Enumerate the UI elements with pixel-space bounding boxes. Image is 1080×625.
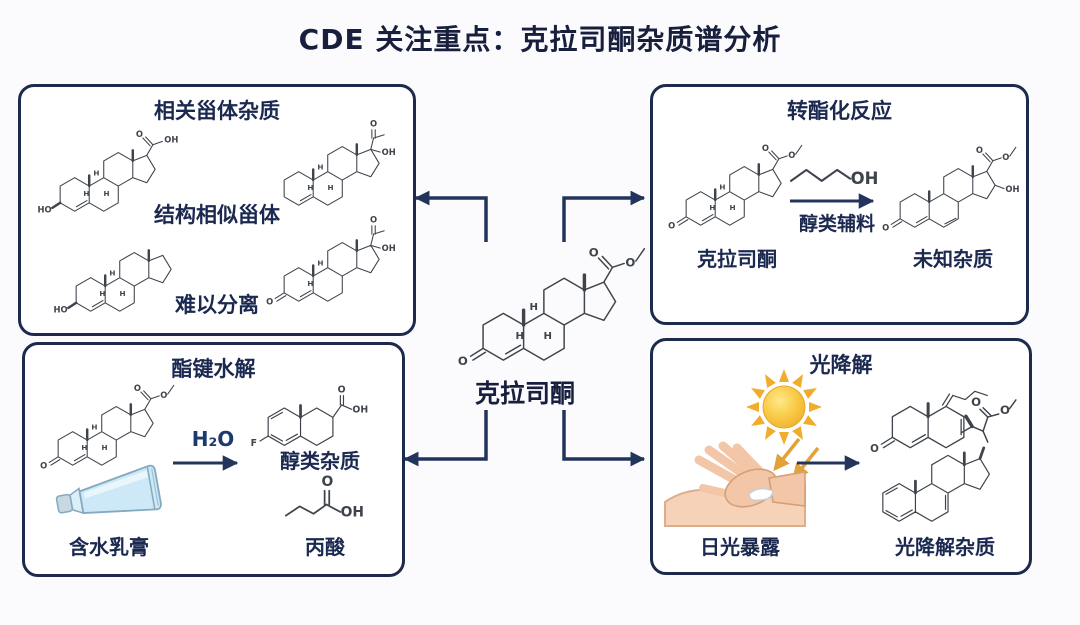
atom-o: O — [870, 443, 879, 455]
sun-exposure-label: 日光暴露 — [700, 535, 780, 559]
atom-o: O — [266, 297, 273, 307]
atom-o: O — [971, 395, 981, 409]
atom-o: O — [1002, 152, 1009, 162]
hand-applying-cream-illustration — [664, 441, 806, 527]
atom-h: H — [101, 443, 107, 452]
atom-o: O — [134, 383, 141, 393]
atom-h: H — [103, 189, 109, 198]
molecule-ester-fragment: O O — [960, 395, 1017, 443]
molecule-clascoterone-substrate: O O O H H H — [668, 143, 803, 231]
atom-h: H — [307, 183, 313, 192]
panel-photo-title: 光降解 — [809, 353, 873, 377]
reaction-arrow-transester — [790, 193, 875, 209]
atom-oh: OH — [851, 169, 879, 188]
atom-oh: OH — [1005, 184, 1019, 194]
molecule-steroid-cooh: HO O OH H H H — [37, 129, 178, 214]
molecule-steroid-dione: O O OH H H — [266, 214, 396, 307]
molecule-photoproduct-aromatic — [881, 446, 991, 523]
atom-o: O — [40, 461, 47, 471]
atom-o: O — [1000, 403, 1010, 417]
molecule-photoproduct-dienone: O — [870, 390, 988, 455]
atom-o: O — [668, 221, 675, 231]
atom-o: O — [322, 474, 334, 490]
atom-h: H — [515, 331, 523, 342]
panel-photodegradation: 光降解 日光暴露 — [650, 338, 1032, 575]
molecule-steroid-acetyl-oh: O OH H H H — [282, 118, 396, 207]
reaction-arrow-photo — [797, 455, 861, 471]
atom-o: O — [136, 129, 143, 139]
atom-o: O — [160, 390, 167, 400]
atom-h: H — [109, 268, 115, 277]
atom-o: O — [458, 354, 468, 368]
atom-oh: OH — [382, 147, 396, 157]
atom-oh: OH — [164, 134, 178, 144]
cream-label: 含水乳膏 — [69, 535, 149, 559]
atom-o: O — [589, 245, 599, 259]
panel-related-impurities: 相关甾体杂质 HO O OH H H H O OH H H H 结构相似甾体 H… — [18, 84, 416, 336]
atom-h: H — [91, 422, 97, 431]
center-molecule-label: 克拉司酮 — [474, 379, 575, 408]
molecule-alcohol-impurity: F O OH — [251, 384, 369, 449]
panel-ester-hydrolysis: 酯键水解 O O O H H H H₂O F O OH 醇类杂质 — [22, 342, 405, 577]
molecule-acid: O OH — [284, 474, 364, 521]
atom-oh: OH — [352, 404, 368, 415]
molecule-steroid-ol: HO H H H — [53, 249, 173, 314]
atom-oh: OH — [341, 505, 364, 521]
photoproduct-label: 光降解杂质 — [895, 535, 995, 559]
panel-transester-title: 转酯化反应 — [787, 99, 892, 123]
atom-h: H — [327, 183, 333, 192]
connector-arrow-top-right — [562, 190, 646, 242]
cream-tube-icon — [55, 464, 162, 515]
atom-h: H — [119, 289, 125, 298]
atom-o: O — [882, 223, 889, 233]
atom-h: H — [307, 279, 313, 288]
atom-o: O — [976, 145, 983, 155]
atom-ho: HO — [53, 304, 67, 314]
acid-label: 丙酸 — [305, 535, 345, 559]
note-similar-steroids: 结构相似甾体 — [154, 203, 280, 227]
atom-h: H — [719, 182, 725, 191]
atom-f: F — [251, 438, 257, 449]
atom-o: O — [625, 256, 635, 270]
panel-related-title: 相关甾体杂质 — [154, 99, 280, 123]
connector-arrow-bottom-right — [562, 410, 646, 467]
atom-h: H — [729, 203, 735, 212]
molecule-unknown-impurity: O O O OH — [882, 145, 1019, 233]
atom-h: H — [83, 189, 89, 198]
atom-h: H — [529, 302, 537, 313]
atom-h: H — [317, 258, 323, 267]
reagent-label-alcohol-excipient: 醇类辅料 — [798, 213, 875, 235]
note-hard-to-separate: 难以分离 — [175, 293, 259, 317]
atom-o: O — [370, 118, 377, 128]
atom-o: O — [762, 143, 769, 153]
atom-h: H — [317, 162, 323, 171]
reaction-arrow-hydrolysis — [173, 455, 239, 471]
atom-h: H — [544, 331, 552, 342]
atom-oh: OH — [382, 243, 396, 253]
sunray-arrow — [773, 437, 801, 472]
unknown-impurity-label: 未知杂质 — [913, 247, 993, 271]
cream-blob — [748, 487, 774, 502]
molecule-clascoterone-hydrolysis: O O O H H H — [40, 383, 175, 471]
reagent-label-water: H₂O — [191, 427, 235, 451]
substrate-label: 克拉司酮 — [697, 247, 777, 271]
molecule-butanol: OH — [789, 168, 879, 188]
atom-h: H — [99, 289, 105, 298]
atom-h: H — [81, 443, 87, 452]
atom-o: O — [370, 214, 377, 224]
connector-arrow-bottom-left — [403, 410, 488, 467]
atom-ho: HO — [37, 204, 51, 214]
alcohol-impurity-label: 醇类杂质 — [280, 449, 360, 473]
panel-hydrolysis-title: 酯键水解 — [171, 357, 256, 381]
atom-o: O — [338, 384, 346, 395]
connector-arrow-top-left — [414, 190, 488, 242]
atom-o: O — [788, 150, 795, 160]
atom-h: H — [93, 168, 99, 177]
panel-transesterification: 转酯化反应 O O O H H H 克拉司酮 OH 醇类辅料 O O O — [650, 84, 1029, 325]
molecule-clascoterone-center: O O O H H H — [458, 245, 646, 368]
sun-icon — [746, 369, 822, 481]
page-title: CDE 关注重点：克拉司酮杂质谱分析 — [298, 23, 782, 56]
atom-h: H — [709, 203, 715, 212]
